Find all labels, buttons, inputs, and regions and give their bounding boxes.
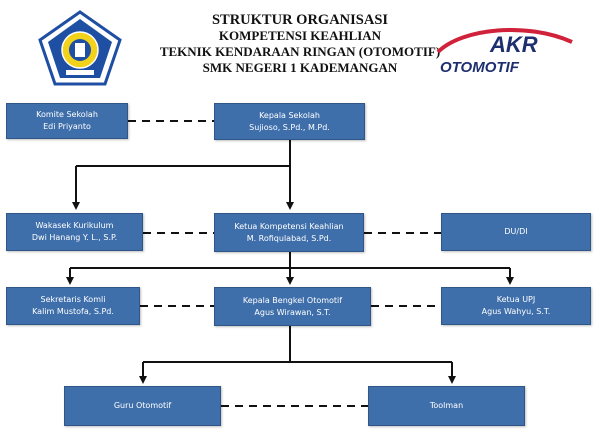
title-line-3: TEKNIK KENDARAAN RINGAN (OTOMOTIF): [159, 44, 441, 59]
akr-otomotif-logo-icon: AKR OTOMOTIF: [436, 28, 573, 76]
node-person: M. Rofiqulabad, S.Pd.: [246, 233, 332, 243]
node-role: Kepala Sekolah: [259, 110, 320, 120]
node-role: Wakasek Kurikulum: [35, 221, 114, 230]
node-ketua-kompetensi-keahlian: Ketua Kompetensi Keahlian M. Rofiqulabad…: [214, 213, 364, 252]
node-sekretaris-komli: Sekretaris Komli Kalim Mustofa, S.Pd.: [6, 287, 140, 325]
node-role: Guru Otomotif: [113, 401, 172, 410]
chart-title: STRUKTUR ORGANISASI KOMPETENSI KEAHLIAN …: [130, 12, 470, 76]
title-line-1: STRUKTUR ORGANISASI: [211, 12, 389, 28]
node-ketua-upj: Ketua UPJ Agus Wahyu, S.T.: [441, 287, 591, 325]
node-person: Kalim Mustofa, S.Pd.: [32, 307, 114, 316]
node-person: Agus Wirawan, S.T.: [254, 307, 331, 317]
node-toolman: Toolman: [368, 386, 525, 426]
node-role: Komite Sekolah: [36, 110, 98, 119]
node-person: Edi Priyanto: [43, 122, 91, 131]
node-kepala-sekolah: Kepala Sekolah Sujioso, S.Pd., M.Pd.: [214, 103, 365, 140]
node-kepala-bengkel-otomotif: Kepala Bengkel Otomotif Agus Wirawan, S.…: [214, 287, 371, 326]
title-line-2: KOMPETENSI KEAHLIAN: [218, 28, 382, 43]
node-role: Toolman: [429, 401, 464, 410]
node-komite-sekolah: Komite Sekolah Edi Priyanto: [6, 103, 128, 139]
node-person: Agus Wahyu, S.T.: [481, 307, 551, 316]
node-role: Ketua UPJ: [496, 295, 536, 304]
node-role: Sekretaris Komli: [40, 295, 106, 304]
node-person: Dwi Hanang Y. L., S.P.: [31, 233, 118, 242]
school-emblem-icon: [38, 10, 122, 86]
node-role: Ketua Kompetensi Keahlian: [234, 221, 344, 231]
node-role: Kepala Bengkel Otomotif: [242, 295, 343, 305]
node-role: DU/DI: [504, 227, 528, 236]
node-du-di: DU/DI: [441, 213, 591, 251]
node-wakasek-kurikulum: Wakasek Kurikulum Dwi Hanang Y. L., S.P.: [6, 213, 143, 251]
logo-text-top: AKR: [489, 32, 538, 57]
node-guru-otomotif: Guru Otomotif: [64, 386, 221, 426]
logo-text-bottom: OTOMOTIF: [440, 59, 520, 76]
title-line-4: SMK NEGERI 1 KADEMANGAN: [202, 60, 398, 75]
node-person: Sujioso, S.Pd., M.Pd.: [249, 122, 330, 132]
